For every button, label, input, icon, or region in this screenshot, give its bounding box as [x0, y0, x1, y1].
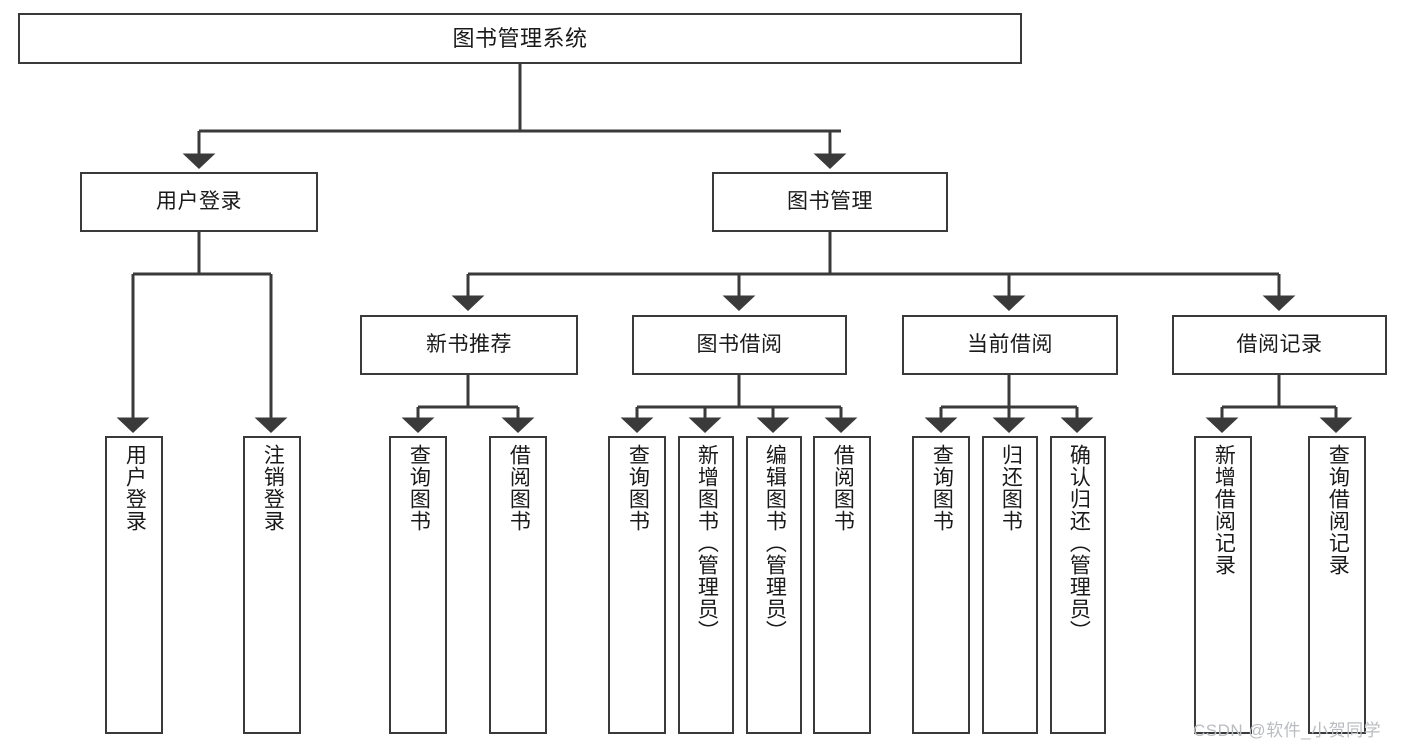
node-book-manage[interactable]: 图书管理	[712, 172, 948, 232]
node-label: 图书借阅	[696, 332, 783, 356]
node-book-borrow[interactable]: 图书借阅	[632, 315, 847, 375]
leaf-borrow-book-borrow[interactable]: 借阅图书	[813, 436, 871, 734]
leaf-return-book[interactable]: 归还图书	[982, 436, 1038, 734]
node-label: 借阅记录	[1236, 332, 1323, 356]
node-label: 借阅图书	[831, 444, 855, 532]
node-label: 查询借阅记录	[1326, 444, 1350, 576]
node-current-borrow[interactable]: 当前借阅	[902, 315, 1118, 375]
leaf-query-book-current[interactable]: 查询图书	[912, 436, 970, 734]
leaf-add-book-admin[interactable]: 新增图书（管理员）	[678, 436, 734, 734]
node-label: 用户登录	[156, 189, 242, 213]
node-label: 新增图书（管理员）	[695, 444, 719, 642]
node-label: 新增借阅记录	[1212, 444, 1236, 576]
node-label: 图书管理	[787, 189, 873, 213]
leaf-edit-book-admin[interactable]: 编辑图书（管理员）	[746, 436, 802, 734]
node-label: 查询图书	[407, 444, 431, 532]
leaf-add-borrow-record[interactable]: 新增借阅记录	[1194, 436, 1252, 734]
node-label: 用户登录	[123, 444, 147, 532]
leaf-query-book-recommend[interactable]: 查询图书	[389, 436, 447, 734]
node-borrow-record[interactable]: 借阅记录	[1172, 315, 1387, 375]
node-label: 编辑图书（管理员）	[763, 444, 787, 642]
node-label: 注销登录	[261, 444, 285, 532]
node-root-system[interactable]: 图书管理系统	[18, 13, 1022, 64]
node-label: 查询图书	[930, 444, 954, 532]
leaf-confirm-return-admin[interactable]: 确认归还（管理员）	[1050, 436, 1106, 734]
node-user-login[interactable]: 用户登录	[80, 172, 318, 232]
watermark-text: CSDN @软件_小贺同学	[1193, 721, 1382, 740]
leaf-query-book-borrow[interactable]: 查询图书	[608, 436, 666, 734]
node-label: 新书推荐	[426, 332, 512, 356]
node-label: 查询图书	[626, 444, 650, 532]
node-label: 借阅图书	[507, 444, 531, 532]
node-label: 归还图书	[999, 444, 1023, 532]
node-label: 图书管理系统	[452, 25, 588, 51]
leaf-borrow-book-recommend[interactable]: 借阅图书	[489, 436, 547, 734]
node-label: 确认归还（管理员）	[1067, 444, 1091, 642]
node-label: 当前借阅	[967, 332, 1053, 356]
leaf-user-login[interactable]: 用户登录	[105, 436, 163, 734]
leaf-logout[interactable]: 注销登录	[243, 436, 301, 734]
leaf-query-borrow-record[interactable]: 查询借阅记录	[1308, 436, 1366, 734]
node-new-book-recommend[interactable]: 新书推荐	[360, 315, 578, 375]
